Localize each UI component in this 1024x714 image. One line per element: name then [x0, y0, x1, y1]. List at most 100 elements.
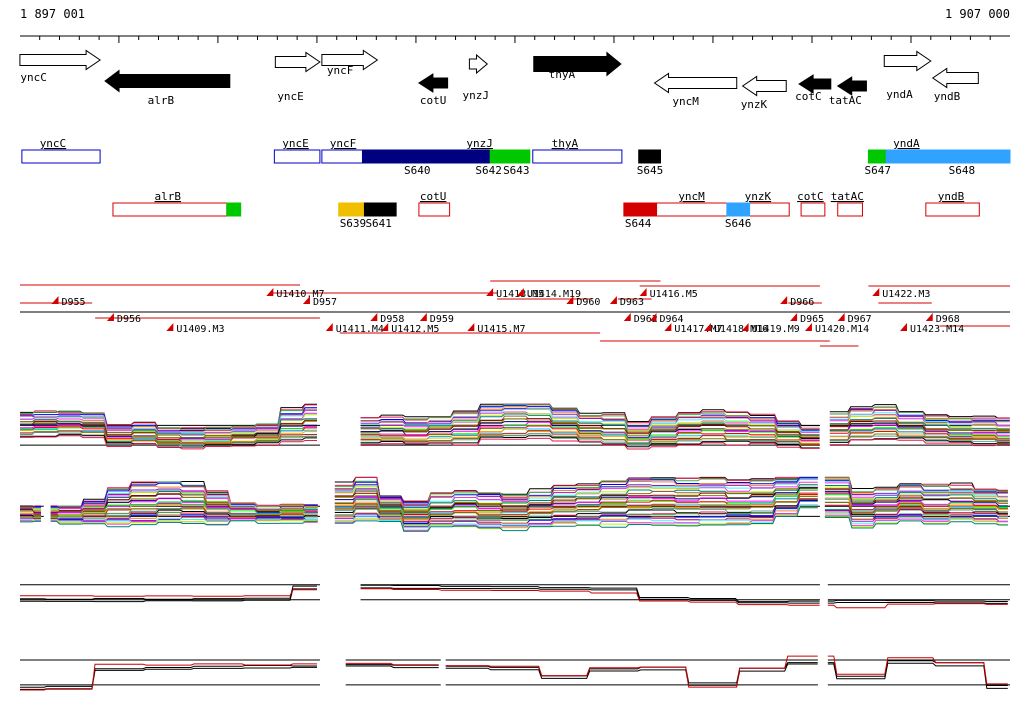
gene-arrow-tatAC[interactable]	[836, 76, 867, 96]
probe-label-D960[interactable]: D960	[576, 297, 600, 308]
gene-label-alrB: alrB	[148, 94, 175, 107]
segment-label-ynzJ[interactable]: ynzJ	[466, 137, 493, 150]
probe-flag-D960	[566, 296, 574, 304]
probe-label-U1410.M7[interactable]: U1410.M7	[276, 289, 324, 300]
segment-label-S641: S641	[365, 217, 392, 230]
segment-box-S639[interactable]	[338, 202, 365, 217]
gene-arrow-ynzJ[interactable]	[468, 53, 489, 75]
gene-arrow-alrB[interactable]	[104, 69, 231, 93]
gene-arrow-yncE[interactable]	[274, 51, 321, 73]
segment-box-yncE[interactable]	[273, 149, 321, 164]
segment-label-cotC[interactable]: cotC	[797, 190, 824, 203]
probe-label-U1414.M19[interactable]: U1414.M19	[527, 289, 581, 300]
segment-label-S648: S648	[949, 164, 976, 177]
segment-box-S641[interactable]	[363, 202, 397, 217]
gene-arrow-ynzK[interactable]	[741, 75, 787, 97]
probe-flag-U1410.M7	[266, 288, 274, 296]
segment-label-yncE[interactable]: yncE	[282, 137, 309, 150]
probe-flag-D955	[51, 296, 59, 304]
gene-arrow-yncF[interactable]	[321, 49, 379, 71]
probe-label-U1419.M9[interactable]: U1419.M9	[752, 324, 800, 335]
probe-label-U1420.M14[interactable]: U1420.M14	[815, 324, 869, 335]
gene-arrow-yncC[interactable]	[19, 49, 101, 71]
segment-label-cotU[interactable]: cotU	[420, 190, 447, 203]
probe-flag-D965	[790, 313, 798, 321]
profile-line	[20, 478, 1008, 511]
probe-label-D963[interactable]: D963	[620, 297, 644, 308]
segment-label-tatAC[interactable]: tatAC	[831, 190, 864, 203]
probe-label-D966[interactable]: D966	[790, 297, 814, 308]
profile-line	[20, 477, 1008, 509]
probe-label-D968[interactable]: D968	[936, 314, 960, 325]
probe-flag-D956	[106, 313, 114, 321]
probe-label-D962[interactable]: D962	[634, 314, 658, 325]
segment-box-alrB[interactable]	[112, 202, 228, 217]
probe-label-D955[interactable]: D955	[61, 297, 85, 308]
gene-label-cotC: cotC	[795, 90, 822, 103]
segment-label-S639: S639	[340, 217, 367, 230]
probe-label-U1415.M7[interactable]: U1415.M7	[477, 324, 525, 335]
probe-label-U1411.M4[interactable]: U1411.M4	[336, 324, 384, 335]
segment-box-S648[interactable]	[885, 149, 1011, 164]
gene-arrow-yndB[interactable]	[931, 67, 979, 89]
probe-flag-U1422.M3	[872, 288, 880, 296]
profile-line	[20, 587, 1008, 604]
probe-label-D964[interactable]: D964	[660, 314, 684, 325]
probe-flag-U1419.M9	[741, 323, 749, 331]
segment-box-S644[interactable]	[623, 202, 658, 217]
segment-box-alrB-end[interactable]	[226, 202, 242, 217]
segment-label-S643: S643	[503, 164, 530, 177]
probe-label-U1418.M16[interactable]: U1418.M16	[714, 324, 768, 335]
ruler-track	[20, 35, 1010, 43]
probe-label-U1409.M3[interactable]: U1409.M3	[176, 324, 224, 335]
segment-box-yndB[interactable]	[925, 202, 980, 217]
probe-label-D958[interactable]: D958	[380, 314, 404, 325]
gene-arrow-cotU[interactable]	[417, 73, 449, 93]
gene-arrow-yndA[interactable]	[883, 50, 932, 72]
gene-arrow-thyA[interactable]	[533, 51, 622, 77]
segment-label-S644: S644	[625, 217, 652, 230]
segment-label-yncF[interactable]: yncF	[330, 137, 357, 150]
profile-line	[20, 584, 1008, 603]
segment-box-yncC[interactable]	[21, 149, 101, 164]
segment-label-thyA[interactable]: thyA	[552, 137, 579, 150]
probe-flag-D966	[780, 296, 788, 304]
segment-label-yncM[interactable]: yncM	[678, 190, 705, 203]
gene-arrow-cotC[interactable]	[798, 74, 832, 94]
segment-label-yndA[interactable]: yndA	[893, 137, 920, 150]
profile-line	[20, 435, 1010, 450]
probe-flag-D967	[837, 313, 845, 321]
segment-box-S645[interactable]	[638, 149, 661, 164]
segment-label-yncC[interactable]: yncC	[40, 137, 67, 150]
segment-box-S643[interactable]	[489, 149, 531, 164]
segment-label-ynzK[interactable]: ynzK	[745, 190, 772, 203]
gene-label-yndA: yndA	[886, 88, 913, 101]
probe-label-U1422.M3[interactable]: U1422.M3	[882, 289, 930, 300]
segment-box-S640[interactable]	[361, 149, 491, 164]
gene-label-cotU: cotU	[420, 94, 447, 107]
probe-label-U1416.M5[interactable]: U1416.M5	[650, 289, 698, 300]
segment-box-yncM-ynzK[interactable]	[656, 202, 790, 217]
segment-box-cotC[interactable]	[800, 202, 826, 217]
probe-label-D967[interactable]: D967	[848, 314, 872, 325]
gene-arrow-yncM[interactable]	[653, 72, 738, 94]
segment-box-thyA[interactable]	[532, 149, 623, 164]
probe-label-D959[interactable]: D959	[430, 314, 454, 325]
segment-box-tatAC[interactable]	[837, 202, 863, 217]
probe-flag-U1418.M16	[703, 323, 711, 331]
probe-label-U1417.M7[interactable]: U1417.M7	[674, 324, 722, 335]
segment-box-S646[interactable]	[726, 202, 751, 217]
probe-label-D956[interactable]: D956	[117, 314, 141, 325]
probe-label-D965[interactable]: D965	[800, 314, 824, 325]
segment-label-alrB[interactable]: alrB	[155, 190, 182, 203]
segment-box-S647[interactable]	[867, 149, 887, 164]
profile-line	[20, 499, 1008, 524]
probe-label-U1423.M14[interactable]: U1423.M14	[910, 324, 964, 335]
probe-label-U1412.M5[interactable]: U1412.M5	[391, 324, 439, 335]
segment-box-yncF[interactable]	[321, 149, 363, 164]
segment-label-yndB[interactable]: yndB	[938, 190, 965, 203]
segment-box-cotU[interactable]	[418, 202, 451, 217]
probe-label-D957[interactable]: D957	[313, 297, 337, 308]
